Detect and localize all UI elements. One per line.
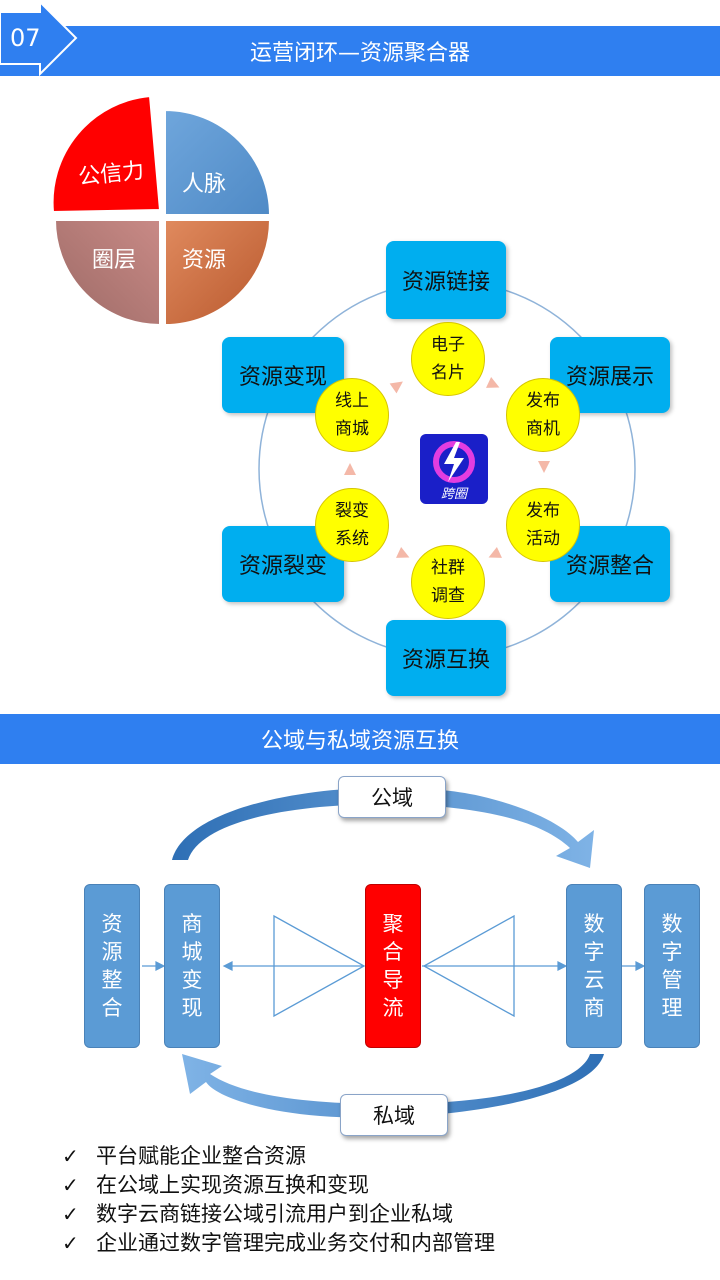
exchange-diagram — [142, 787, 646, 1118]
resource-box-integrate: 资源整合 — [550, 526, 670, 602]
pie-slice-quanceng — [53, 219, 161, 327]
pie-label-ziyuan: 资源 — [182, 248, 227, 273]
flow-box-mall-monetize: 商城变现 — [164, 884, 220, 1048]
resource-box-exchange: 资源互换 — [386, 620, 506, 696]
benefit-list: ✓平台赋能企业整合资源 ✓在公域上实现资源互换和变现 ✓数字云商链接公域引流用户… — [62, 1142, 495, 1258]
pie-slice-ziyuan — [164, 219, 272, 327]
flow-box-digital-cloud: 数字云商 — [566, 884, 622, 1048]
flow-box-resource-integrate: 资源整合 — [84, 884, 140, 1048]
step-fission-system: 裂变系统 — [315, 488, 389, 562]
list-item: ✓平台赋能企业整合资源 — [62, 1142, 495, 1171]
app-logo-icon — [433, 441, 475, 483]
flow-box-digital-management: 数字管理 — [644, 884, 700, 1048]
header-number: 07 — [10, 24, 41, 52]
private-domain-label: 私域 — [340, 1094, 448, 1136]
step-community-survey: 社群调查 — [411, 545, 485, 619]
pie-label-quanceng: 圈层 — [92, 248, 137, 273]
app-logo-text: 跨圈 — [440, 487, 467, 502]
check-icon: ✓ — [62, 1173, 79, 1197]
step-publish-event: 发布活动 — [506, 488, 580, 562]
flow-box-aggregate-traffic: 聚合导流 — [365, 884, 421, 1048]
app-logo: 跨圈 — [420, 434, 488, 504]
pie-label-renmai: 人脉 — [182, 172, 227, 197]
section2-title: 公域与私域资源互换 — [260, 729, 459, 754]
resource-pie — [51, 94, 272, 327]
list-item: ✓企业通过数字管理完成业务交付和内部管理 — [62, 1229, 495, 1258]
section2-banner: 公域与私域资源互换 — [0, 714, 720, 764]
step-online-mall: 线上商城 — [315, 378, 389, 452]
check-icon: ✓ — [62, 1144, 79, 1168]
pie-slice-renmai — [164, 108, 272, 216]
header-banner: 运营闭环—资源聚合器 — [0, 26, 720, 76]
list-item: ✓数字云商链接公域引流用户到企业私域 — [62, 1200, 495, 1229]
check-icon: ✓ — [62, 1202, 79, 1226]
header-number-arrow — [0, 0, 78, 76]
step-publish-opportunity: 发布商机 — [506, 378, 580, 452]
list-item: ✓在公域上实现资源互换和变现 — [62, 1171, 495, 1200]
pie-slice-gongxinli — [51, 94, 162, 214]
check-icon: ✓ — [62, 1231, 79, 1255]
step-business-card: 电子名片 — [411, 322, 485, 396]
resource-box-link: 资源链接 — [386, 241, 506, 319]
public-domain-label: 公域 — [338, 776, 446, 818]
header-title: 运营闭环—资源聚合器 — [249, 41, 470, 66]
pie-label-gongxinli: 公信力 — [77, 158, 146, 191]
